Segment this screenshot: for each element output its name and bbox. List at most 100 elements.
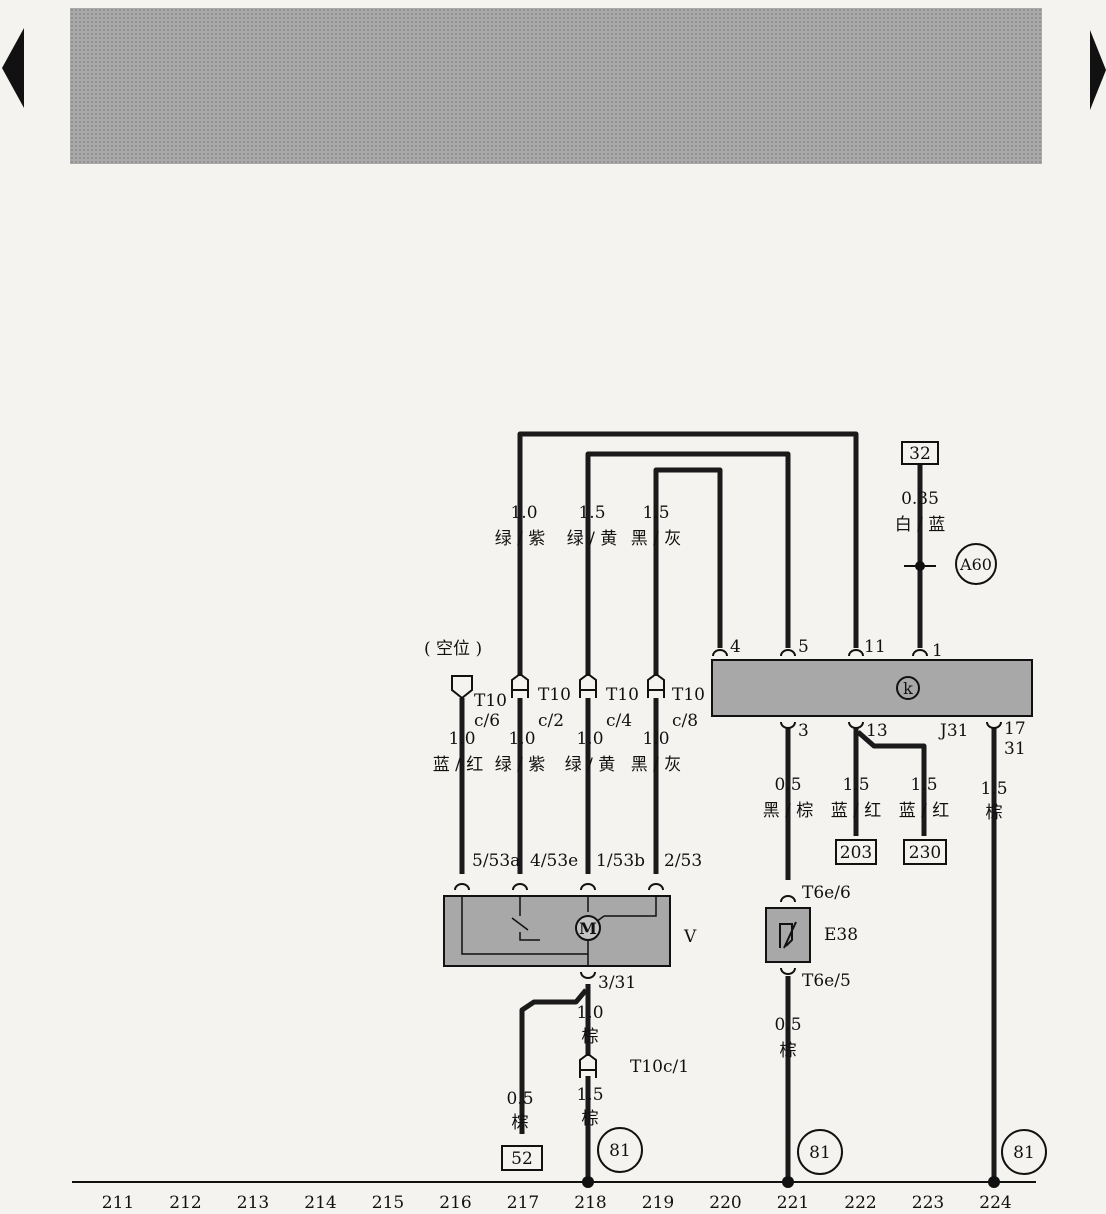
svg-text:3: 3	[798, 721, 809, 741]
ground-node-3: 81	[1013, 1143, 1035, 1163]
svg-text:5: 5	[798, 637, 809, 657]
svg-text:绿 / 黄: 绿 / 黄	[567, 529, 618, 549]
svg-text:4/53e: 4/53e	[530, 851, 578, 871]
e38-labels: T6e/6 E38 T6e/5 0.5 棕	[774, 883, 858, 1061]
svg-text:0.5: 0.5	[506, 1089, 533, 1109]
svg-text:1.5: 1.5	[842, 775, 869, 795]
svg-text:T10c/1: T10c/1	[630, 1057, 689, 1077]
svg-text:c/8: c/8	[672, 711, 698, 731]
svg-text:1.5: 1.5	[576, 1085, 603, 1105]
svg-text:蓝 / 红: 蓝 / 红	[433, 755, 484, 775]
motor-symbol: M	[579, 919, 597, 938]
svg-text:T10: T10	[538, 685, 571, 705]
ruler-number: 221	[777, 1193, 809, 1213]
svg-text:T10: T10	[606, 685, 639, 705]
mid-wire-labels: 1.0 蓝 / 红 1.0 绿 / 紫 1.0 绿 / 黄 1.0 黑 / 灰	[433, 729, 682, 775]
potentiometer-icon	[779, 921, 797, 949]
svg-text:5/53a: 5/53a	[472, 851, 520, 871]
ruler-number: 220	[709, 1193, 741, 1213]
lower-left-labels: 1.0 棕 T10c/1 1.5 棕 0.5 棕	[506, 1003, 689, 1133]
motor-pin-labels: 5/53a 4/53e 1/53b 2/53 V 3/31	[472, 851, 702, 993]
ground-node-1: 81	[609, 1141, 631, 1161]
triangle-right-icon[interactable]	[1090, 30, 1106, 110]
svg-text:白 / 蓝: 白 / 蓝	[895, 515, 946, 535]
connector-t10c1-icon	[579, 1052, 597, 1078]
ruler-number: 219	[642, 1193, 674, 1213]
ruler-number: 217	[507, 1193, 539, 1213]
svg-text:1.0: 1.0	[508, 729, 535, 749]
svg-text:c/2: c/2	[538, 711, 564, 731]
ruler-number: 218	[574, 1193, 606, 1213]
ground-node-2: 81	[809, 1143, 831, 1163]
ruler-number: 223	[912, 1193, 944, 1213]
j31-output-labels: 0.5 黑 / 棕 1.5 蓝 / 红 1.5 蓝 / 红 1.5 棕	[763, 775, 1008, 823]
ruler-number: 211	[102, 1193, 134, 1213]
column-ruler: 211 212 213 214 215 216 217 218 219 220 221 222 223 2…	[102, 1193, 1012, 1213]
wire-green-violet-loop	[517, 431, 859, 676]
ref-box-52: 52	[511, 1149, 533, 1169]
svg-text:T10: T10	[474, 691, 507, 711]
svg-text:棕: 棕	[582, 1027, 599, 1047]
ref-box-203: 203	[840, 843, 872, 863]
wire-ref-52	[519, 988, 588, 1134]
svg-text:棕: 棕	[512, 1113, 529, 1133]
svg-text:T6e/6: T6e/6	[802, 883, 851, 903]
svg-text:棕: 棕	[780, 1041, 797, 1061]
j31-pin-labels: 4 5 11 1 3 13 J31 17 31	[730, 637, 1026, 759]
svg-text:T6e/5: T6e/5	[802, 971, 851, 991]
svg-text:棕: 棕	[986, 803, 1003, 823]
svg-text:31: 31	[1004, 739, 1026, 759]
header-band	[70, 8, 1042, 164]
motor-pin-caps	[454, 883, 664, 979]
svg-text:蓝 / 红: 蓝 / 红	[899, 801, 950, 821]
j31-label: J31	[938, 721, 968, 741]
svg-text:1: 1	[932, 641, 943, 661]
svg-text:棕: 棕	[582, 1109, 599, 1129]
svg-text:1.0: 1.0	[510, 503, 537, 523]
t10-connectors	[451, 672, 665, 1078]
svg-text:黑 / 灰: 黑 / 灰	[631, 529, 682, 549]
svg-text:1.0: 1.0	[576, 1003, 603, 1023]
svg-text:T10: T10	[672, 685, 705, 705]
svg-text:11: 11	[864, 637, 886, 657]
svg-text:1.5: 1.5	[642, 503, 669, 523]
svg-text:绿 / 黄: 绿 / 黄	[565, 755, 616, 775]
ruler-number: 214	[304, 1193, 336, 1213]
svg-text:黑 / 灰: 黑 / 灰	[631, 755, 682, 775]
j31-pin-caps	[712, 649, 1002, 729]
motor-v: M	[443, 895, 671, 967]
connector-labels: ( 空位 ) T10 c/6 T10 c/2 T10 c/4 T10 c/8	[424, 639, 705, 731]
vacant-label: ( 空位 )	[424, 639, 482, 659]
svg-text:0.35: 0.35	[901, 489, 939, 509]
node-a60: A60	[959, 555, 992, 574]
svg-text:1/53b: 1/53b	[596, 851, 645, 871]
e38-label: E38	[824, 925, 858, 945]
wire-pin13-branch	[856, 730, 927, 836]
ruler-number: 222	[844, 1193, 876, 1213]
ref-box-230: 230	[909, 843, 941, 863]
ruler-number: 215	[372, 1193, 404, 1213]
svg-text:绿 / 紫: 绿 / 紫	[495, 755, 546, 775]
switch-e38	[765, 895, 811, 975]
svg-text:1.0: 1.0	[448, 729, 475, 749]
svg-text:蓝 / 红: 蓝 / 红	[831, 801, 882, 821]
triangle-left-icon[interactable]	[2, 28, 24, 108]
relay-symbol-icon	[896, 676, 920, 700]
connector-vacant-icon	[451, 675, 473, 700]
control-unit-j31: k	[711, 659, 1033, 717]
ruler-number: 212	[169, 1193, 201, 1213]
svg-text:1.0: 1.0	[576, 729, 603, 749]
svg-text:2/53: 2/53	[664, 851, 702, 871]
svg-text:1.5: 1.5	[980, 779, 1007, 799]
ruler-number: 213	[237, 1193, 269, 1213]
ruler-number: 216	[439, 1193, 471, 1213]
svg-text:17: 17	[1004, 719, 1026, 739]
svg-text:3/31: 3/31	[598, 973, 636, 993]
svg-text:0.5: 0.5	[774, 1015, 801, 1035]
svg-text:1.5: 1.5	[578, 503, 605, 523]
ground-rail	[72, 1176, 1036, 1188]
ruler-number: 224	[979, 1193, 1011, 1213]
svg-text:0.5: 0.5	[774, 775, 801, 795]
